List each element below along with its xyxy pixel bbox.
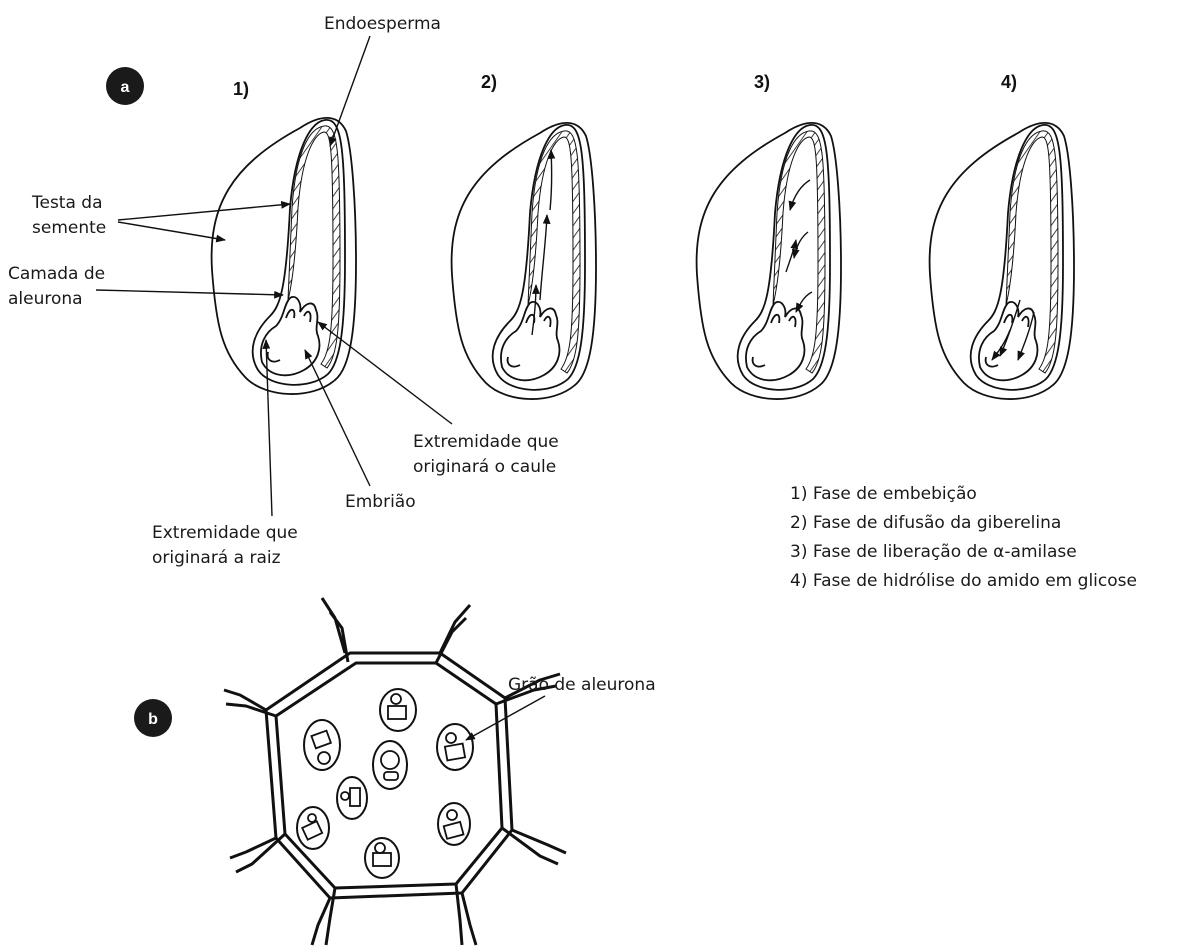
legend-item-4: 4) Fase de hidrólise do amido em glicose — [790, 571, 1137, 591]
svg-text:a: a — [121, 79, 130, 96]
seed-stage-2 — [452, 123, 596, 399]
label-root-tip-line-2: originará a raiz — [152, 548, 281, 568]
phase-legend: 1) Fase de embebição 2) Fase de difusão … — [790, 484, 1137, 591]
seed-stage-4 — [930, 123, 1074, 399]
label-seed-coat-line-2: semente — [32, 218, 106, 238]
label-aleurone-grain: Grão de aleurona — [508, 675, 656, 695]
stage-number-2: 2) — [481, 72, 497, 92]
aleurone-cell — [224, 598, 566, 945]
seed-stage-3 — [697, 123, 841, 399]
stage-number-4: 4) — [1001, 72, 1017, 92]
pointer-aleurone — [96, 290, 283, 295]
label-embryo: Embrião — [345, 492, 416, 512]
panel-a-badge: a — [106, 67, 144, 105]
legend-item-2: 2) Fase de difusão da giberelina — [790, 513, 1061, 533]
stage-number-3: 3) — [754, 72, 770, 92]
legend-item-1: 1) Fase de embebição — [790, 484, 977, 504]
pointer-root-tip — [266, 340, 272, 516]
stage-3-release-arrows — [786, 180, 812, 312]
label-endosperm: Endoesperma — [324, 14, 441, 34]
label-aleurone-line-2: aleurona — [8, 289, 83, 309]
pointer-shoot-tip — [318, 322, 452, 424]
pointer-seed-coat-inner — [118, 204, 290, 220]
label-shoot-tip-line-1: Extremidade que — [413, 432, 559, 452]
pointer-endosperm — [330, 36, 370, 146]
label-root-tip-line-1: Extremidade que — [152, 523, 298, 543]
label-shoot-tip-line-2: originará o caule — [413, 457, 556, 477]
label-aleurone-line-1: Camada de — [8, 264, 105, 284]
panel-b-badge: b — [134, 699, 172, 737]
pointer-embryo — [305, 350, 370, 486]
seed-stage-1 — [212, 118, 356, 394]
legend-item-3: 3) Fase de liberação de α-amilase — [790, 542, 1077, 562]
stage-number-1: 1) — [233, 79, 249, 99]
pointer-seed-coat-outer — [118, 222, 225, 240]
svg-text:b: b — [148, 711, 158, 728]
label-seed-coat-line-1: Testa da — [31, 193, 103, 213]
